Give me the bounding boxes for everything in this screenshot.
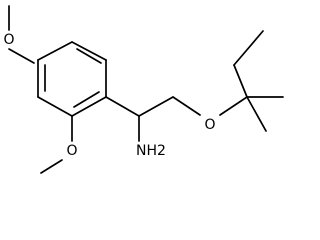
bond-ch2-o xyxy=(172,96,201,116)
molecule-canvas: O O O NH2 xyxy=(3,5,284,174)
bond-o-methyl-bottom xyxy=(40,159,63,174)
atom-label-o-bottom: O xyxy=(66,143,77,159)
ring-bond-1 xyxy=(37,41,73,61)
atom-label-o-ether: O xyxy=(204,117,215,133)
atom-label-o-top: O xyxy=(3,32,14,48)
ring-bond-2 xyxy=(71,41,107,61)
ring-inner-bond-a xyxy=(76,48,102,64)
bond-o-ring-top xyxy=(8,48,35,64)
bond-quaternary-down xyxy=(246,96,267,132)
bond-ring-ch xyxy=(105,96,140,117)
bond-ch-ch2 xyxy=(138,96,174,117)
chemical-structure-drawing: O O O NH2 xyxy=(3,5,284,174)
ring-bond-5 xyxy=(37,96,73,117)
ring-inner-bond-b xyxy=(73,91,100,108)
ring-bond-4 xyxy=(71,96,107,117)
bond-ethyl-upper xyxy=(233,30,264,66)
bond-quaternary-up xyxy=(233,64,248,98)
atom-label-amine: NH2 xyxy=(136,143,166,159)
bond-o-quaternary-c xyxy=(219,96,248,116)
